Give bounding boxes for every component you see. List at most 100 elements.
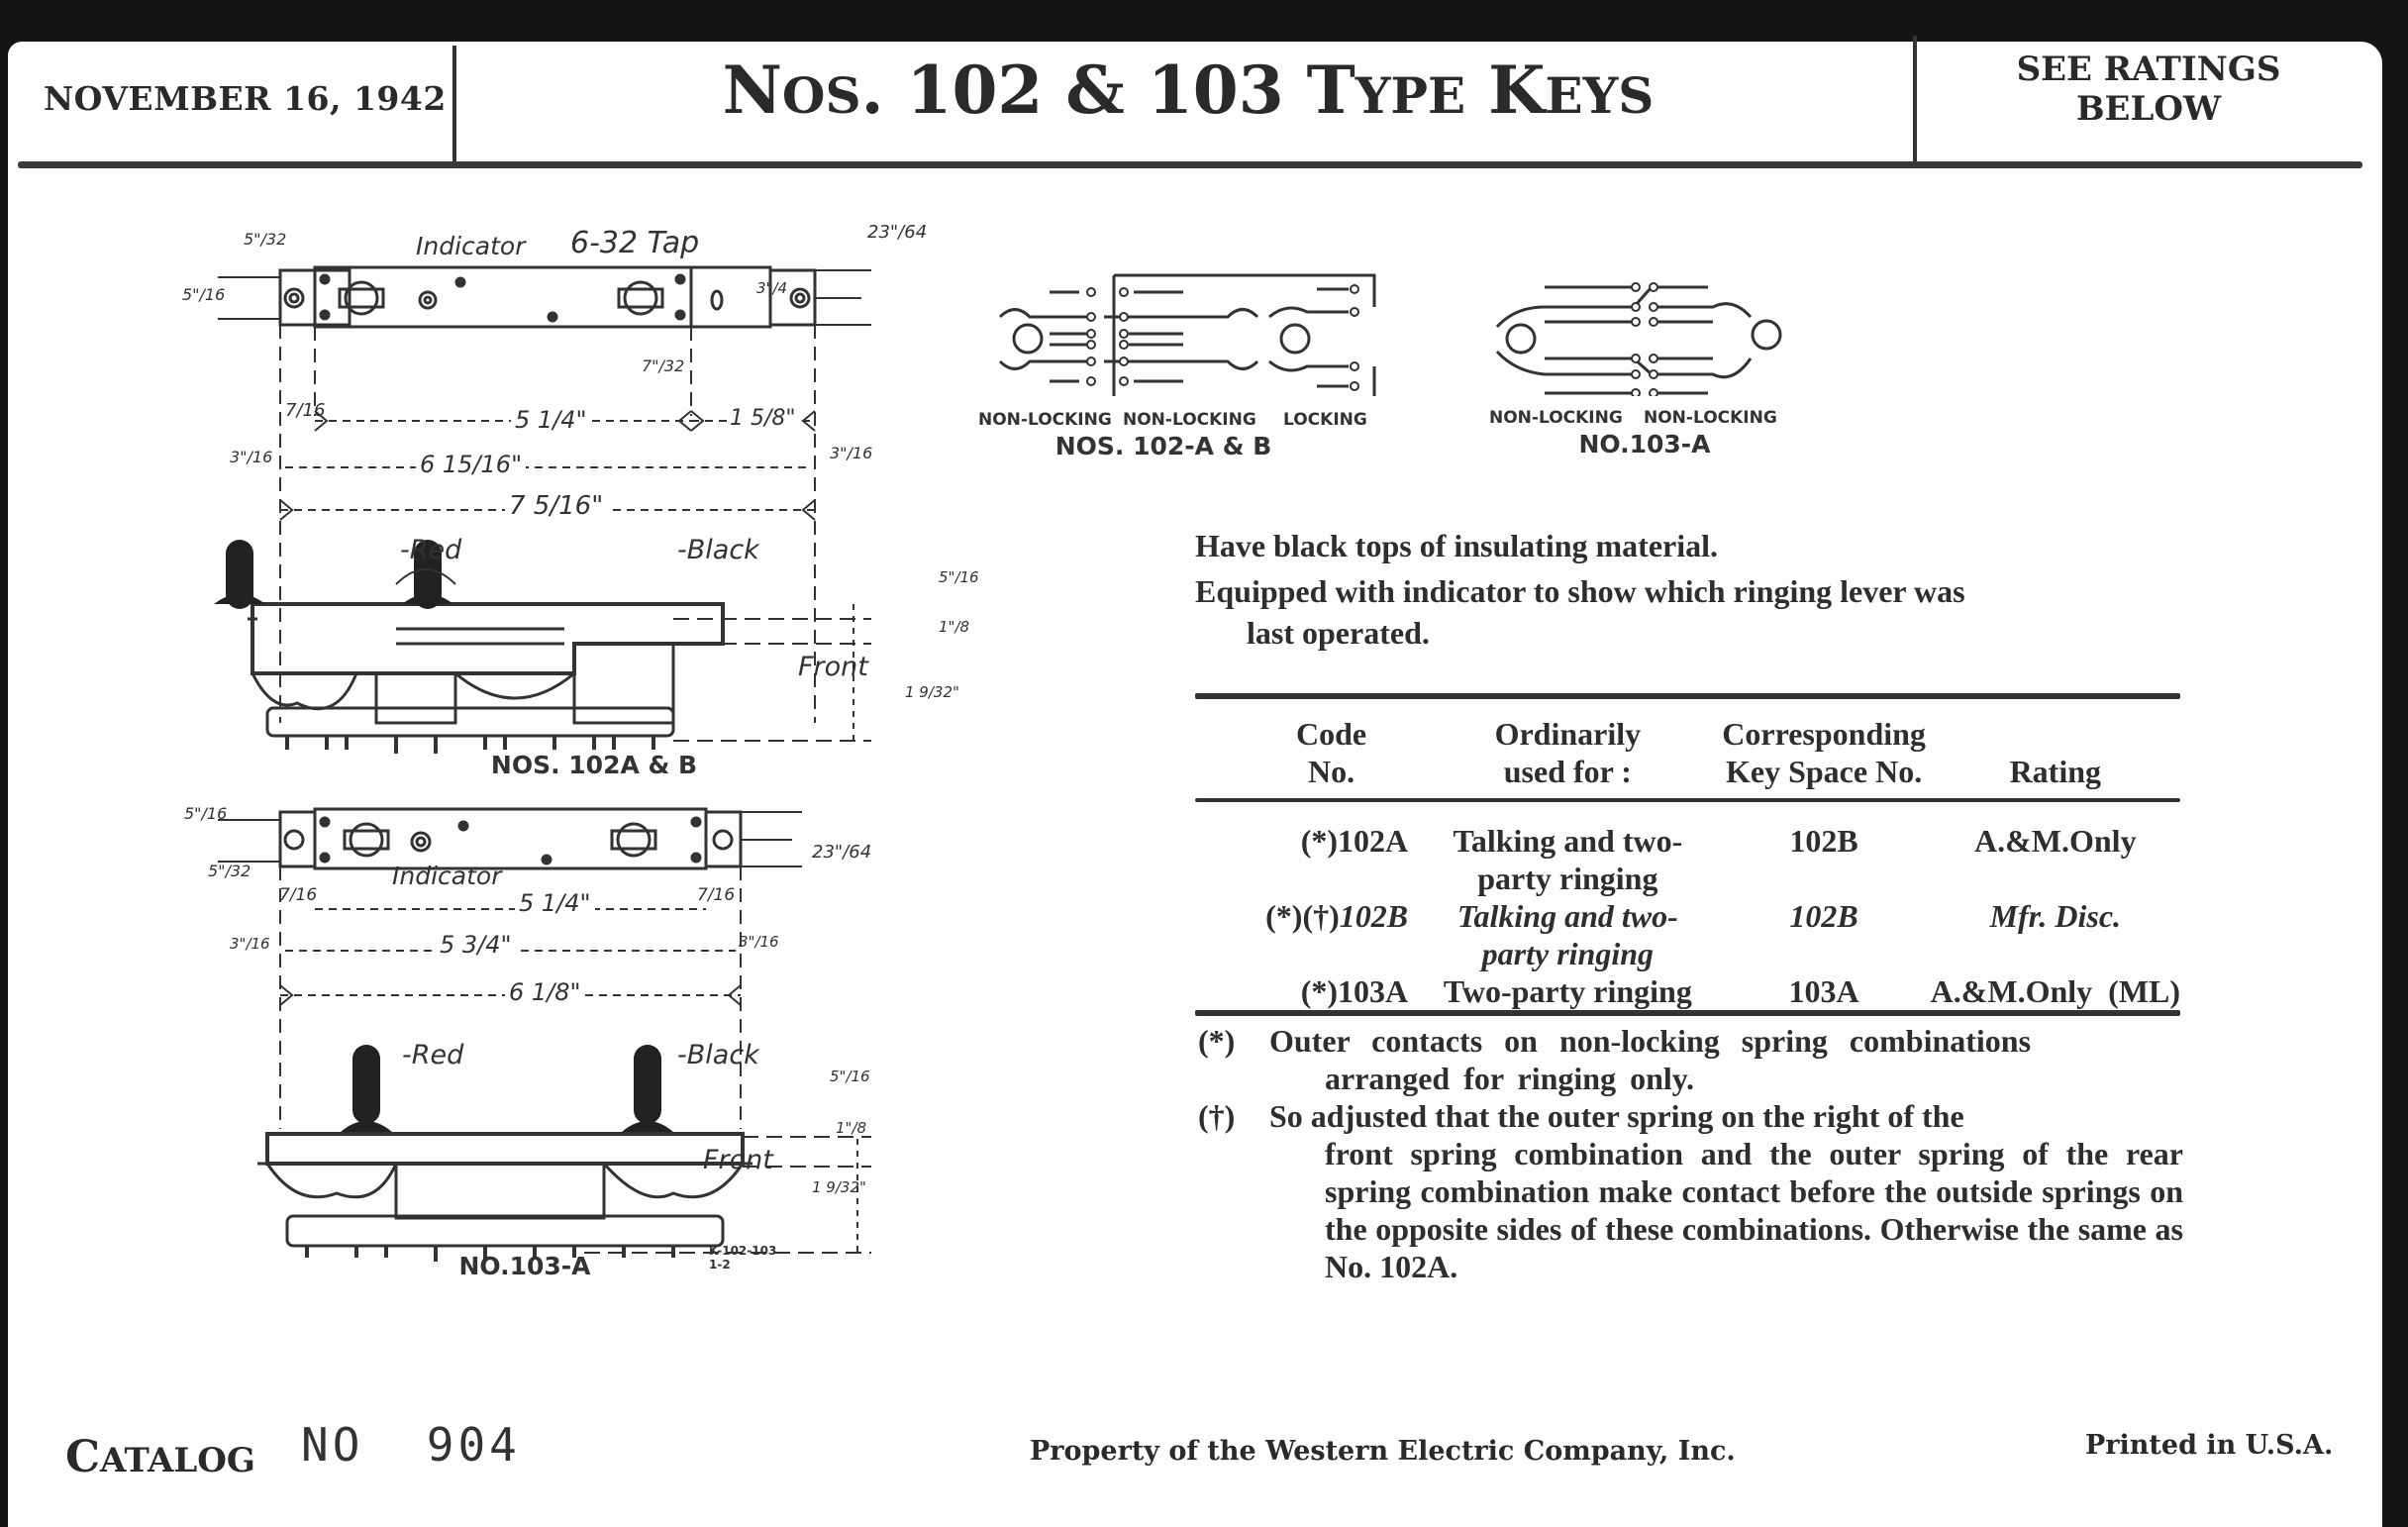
dim-side-5-16-102: 5"/16 <box>939 568 979 586</box>
cell-code: (*)(†)102B <box>1265 898 1409 934</box>
dim-3-16-left-103: 3"/16 <box>230 935 270 953</box>
ratings-line-2: BELOW <box>2075 89 2222 129</box>
description-line-1: Have black tops of insulating material. <box>1195 528 1719 563</box>
cell-key-space: 103A <box>1788 973 1859 1009</box>
ratings-notice: SEE RATINGS BELOW <box>1931 50 2366 129</box>
label-indicator-102: Indicator <box>416 232 526 260</box>
page-title: NOS. 102 & 103 TYPE KEYS <box>722 51 1655 129</box>
red-lever-knob <box>226 540 253 609</box>
col-rating: Rating <box>2009 754 2102 789</box>
catalog-card <box>8 42 2382 1527</box>
dim-7-5-16: 7 5/16" <box>505 491 608 521</box>
label-red-103: -Red <box>402 1040 464 1070</box>
footnote-marker: (*) <box>1198 1023 1236 1059</box>
dim-side-1-9-32-102: 1 9/32" <box>905 683 959 701</box>
footnote-dagger: (†) So adjusted that the outer spring on… <box>1198 1097 2183 1285</box>
dim-7-16-right-103: 7/16 <box>697 885 736 905</box>
drawing-ref-2: 1-2 <box>709 1258 731 1272</box>
dim-7-16-left-103: 7/16 <box>279 885 318 905</box>
table-top-rule <box>1195 693 2180 699</box>
catalog-number: NO 904 <box>301 1418 521 1472</box>
schematic-102-label-2: NON-LOCKING <box>1123 410 1256 430</box>
dim-3-4-102: 3"/4 <box>756 279 788 297</box>
footnotes: (*) Outer contacts on non-locking spring… <box>1198 1022 2183 1285</box>
cell-code: (*)103A <box>1300 973 1409 1009</box>
label-indicator-103: Indicator <box>392 862 502 890</box>
drawing-ref-1: K-102-103 <box>709 1244 777 1258</box>
label-front-102: Front <box>798 652 868 682</box>
dim-side-1-9-32-103: 1 9/32" <box>812 1178 866 1196</box>
property-notice: Property of the Western Electric Company… <box>1030 1436 1736 1467</box>
dim-3-16-left-102: 3"/16 <box>230 448 273 466</box>
description-line-2: Equipped with indicator to show which ri… <box>1195 573 1965 609</box>
footnote-asterisk: (*) Outer contacts on non-locking spring… <box>1198 1022 2183 1097</box>
dim-1-5-8: 1 5/8" <box>728 406 798 431</box>
mounting-plate-103 <box>313 807 708 870</box>
footnote-text: So adjusted that the outer spring on the… <box>1269 1098 1964 1134</box>
schematic-102-caption: NOS. 102-A & B <box>1054 432 1272 460</box>
cell-rating: A.&M.Only (ML) <box>1930 973 2180 1009</box>
caption-103a: NO.103-A <box>458 1252 591 1280</box>
description: Have black tops of insulating material. … <box>1195 525 2180 654</box>
table-bottom-rule <box>1195 1010 2180 1016</box>
mounting-plate <box>313 265 693 329</box>
plate-right-block <box>689 265 772 329</box>
header-divider-right <box>1913 36 1917 164</box>
key-103-drawing <box>218 807 871 1262</box>
label-black-103: -Black <box>677 1040 759 1070</box>
label-red-102: -Red <box>400 535 462 565</box>
issue-date: NOVEMBER 16, 1942 <box>44 79 447 118</box>
footnote-text-cont: arranged for ringing only. <box>1325 1061 1694 1096</box>
key-102-drawing <box>214 265 871 754</box>
cell-use: Talking and two-party ringing <box>1456 898 1678 971</box>
dim-5-1-4: 5 1/4" <box>511 406 591 434</box>
dim-side-1-8-102: 1"/8 <box>939 618 970 636</box>
cell-code: (*)102A <box>1300 823 1409 859</box>
dim-7-16-102: 7/16 <box>285 400 326 421</box>
dim-23-64-102: 23"/64 <box>867 222 928 243</box>
schematic-103-caption: NO.103-A <box>1578 430 1711 458</box>
dim-6-1-8-103: 6 1/8" <box>505 978 585 1006</box>
black-lever-knob-103 <box>634 1045 661 1124</box>
schematic-103a <box>1495 282 1782 396</box>
cell-rating: Mfr. Disc. <box>1989 898 2122 934</box>
dim-6-15-16: 6 15/16" <box>416 451 527 478</box>
description-line-2-cont: last operated. <box>1247 615 1430 651</box>
catalog-label: CATALOG <box>65 1432 255 1482</box>
label-front-103: Front <box>703 1145 773 1175</box>
red-lever-knob-103 <box>352 1045 380 1124</box>
dim-3-16-right-103: 3"/16 <box>739 933 779 951</box>
dim-side-5-16-103: 5"/16 <box>830 1068 870 1085</box>
schematic-102ab <box>998 273 1376 396</box>
table-row: (*)(†)102B Talking and two-party ringing… <box>1195 897 2180 972</box>
cell-use: Talking and two-party ringing <box>1453 823 1683 896</box>
printed-notice: Printed in U.S.A. <box>2085 1430 2334 1461</box>
table-row: (*)102A Talking and two-party ringing 10… <box>1195 822 2180 897</box>
table-header-rule <box>1195 798 2180 802</box>
black-lever-knob <box>414 540 442 609</box>
dim-5-32-103: 5"/32 <box>208 862 251 880</box>
cell-key-space: 102B <box>1789 823 1858 859</box>
indicator-hole <box>418 290 438 310</box>
footnote-text: Outer contacts on non-locking spring com… <box>1269 1023 2032 1059</box>
caption-102ab: NOS. 102A & B <box>490 751 698 779</box>
schematic-102-label-1: NON-LOCKING <box>978 410 1112 430</box>
label-black-102: -Black <box>677 535 759 565</box>
cell-rating: A.&M.Only <box>1974 823 2137 859</box>
cell-use: Two-party ringing <box>1443 973 1692 1009</box>
dim-side-1-8-103: 1"/8 <box>836 1119 867 1137</box>
dim-5-32-102: 5"/32 <box>244 230 287 249</box>
dim-5-3-4-103: 5 3/4" <box>436 931 516 959</box>
cell-key-space: 102B <box>1789 898 1858 934</box>
header-rule <box>18 161 2362 168</box>
schematic-102-label-3: LOCKING <box>1283 410 1367 430</box>
footnote-marker: (†) <box>1198 1098 1236 1134</box>
dim-23-64-103: 23"/64 <box>812 842 872 863</box>
dim-3-16-right-102: 3"/16 <box>830 444 873 462</box>
ratings-line-1: SEE RATINGS <box>2016 50 2281 89</box>
